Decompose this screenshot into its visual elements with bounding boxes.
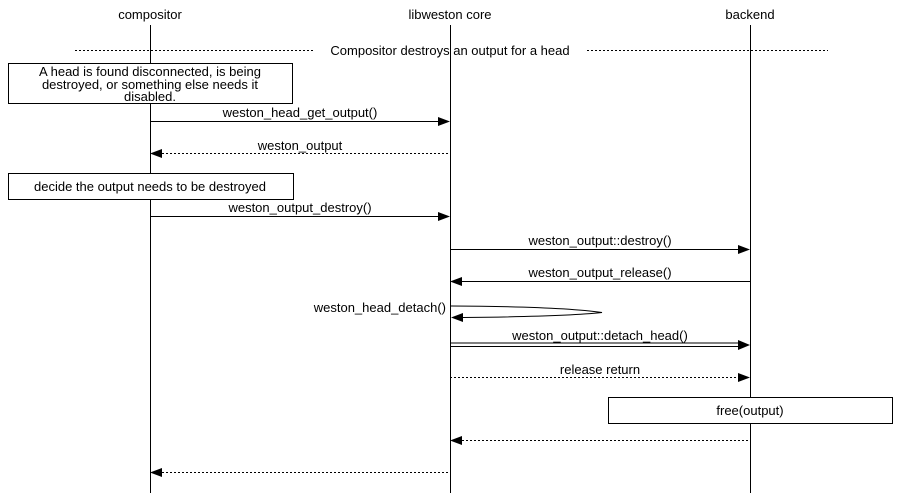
note-line: destroyed, or something else needs it xyxy=(42,77,258,92)
arrowhead-right-icon xyxy=(738,245,750,254)
message-weston-output-detach-head: weston_output::detach_head() xyxy=(450,328,750,350)
message-weston-head-detach-self: weston_head_detach() xyxy=(313,300,603,322)
actor-compositor: compositor xyxy=(118,7,182,22)
message-weston-output-destroy-method: weston_output::destroy() xyxy=(450,233,750,254)
message-return-backend-to-libweston xyxy=(450,436,750,445)
message-label: weston_output::destroy() xyxy=(527,233,671,248)
arrowhead-right-icon xyxy=(438,212,450,221)
arrowhead-right-icon xyxy=(738,340,750,350)
actor-libweston-core: libweston core xyxy=(408,7,491,22)
action-free-output: free(output) xyxy=(608,397,893,424)
message-label: weston_head_detach() xyxy=(313,300,446,315)
divider-label: Compositor destroys an output for a head xyxy=(330,43,569,58)
message-label: release return xyxy=(560,362,640,377)
note-decide-output-destroyed: decide the output needs to be destroyed xyxy=(8,173,294,200)
arrowhead-left-icon xyxy=(450,436,462,445)
note-line: A head is found disconnected, is being xyxy=(39,64,261,79)
message-label: weston_output xyxy=(257,138,343,153)
arrowhead-right-icon xyxy=(738,373,750,382)
message-label: weston_output_destroy() xyxy=(227,200,371,215)
message-release-return: release return xyxy=(450,362,750,382)
message-weston-output-destroy: weston_output_destroy() xyxy=(150,200,450,221)
note-head-disconnected: A head is found disconnected, is being d… xyxy=(8,63,293,104)
arrowhead-left-icon xyxy=(150,149,162,158)
actor-backend: backend xyxy=(725,7,774,22)
arrowhead-left-icon xyxy=(150,468,162,477)
self-message-loop xyxy=(450,305,603,318)
action-box xyxy=(608,397,893,424)
message-label: weston_output::detach_head() xyxy=(511,328,688,343)
note-line: decide the output needs to be destroyed xyxy=(34,179,266,194)
message-weston-head-get-output: weston_head_get_output() xyxy=(150,105,450,126)
note-box xyxy=(8,173,294,200)
message-label: weston_head_get_output() xyxy=(222,105,378,120)
arrowhead-left-icon xyxy=(451,313,463,322)
message-weston-output-return: weston_output xyxy=(150,138,450,158)
divider-compositor-destroys-output: Compositor destroys an output for a head xyxy=(75,43,828,58)
note-box xyxy=(8,63,293,104)
message-weston-output-release: weston_output_release() xyxy=(450,265,750,286)
arrowhead-left-icon xyxy=(450,277,462,286)
message-label: weston_output_release() xyxy=(527,265,671,280)
note-line: disabled. xyxy=(124,89,176,104)
message-return-libweston-to-compositor xyxy=(150,468,450,477)
action-label: free(output) xyxy=(716,403,783,418)
arrowhead-right-icon xyxy=(438,117,450,126)
